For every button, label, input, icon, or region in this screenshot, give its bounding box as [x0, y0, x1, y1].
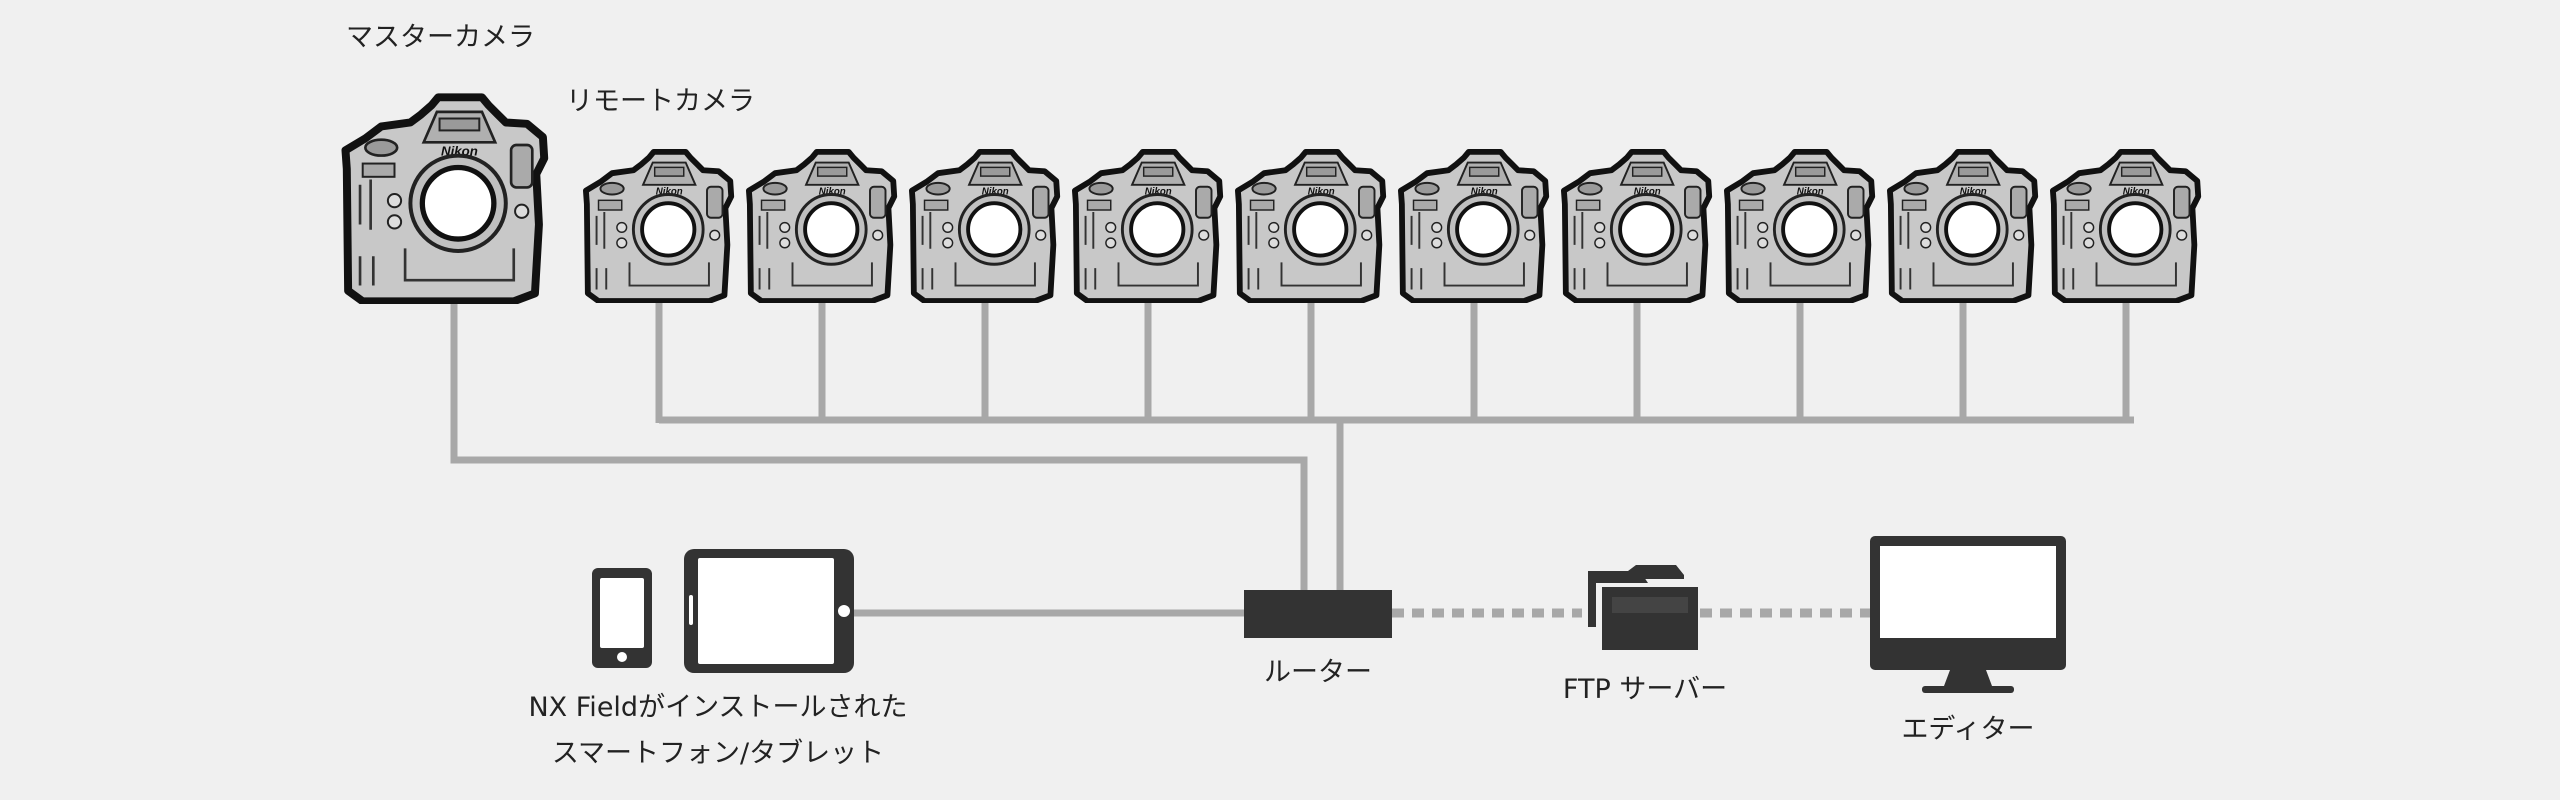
- remote-camera-icon: [1564, 152, 1709, 301]
- remote-camera-icon: [749, 152, 894, 301]
- remote-cameras: [586, 152, 2198, 301]
- folder-icon: [1588, 565, 1698, 650]
- remote-camera-icon: [586, 152, 731, 301]
- editor-label: エディター: [1901, 714, 2035, 745]
- remote-camera-icon: [2053, 152, 2198, 301]
- master-camera-label: マスターカメラ: [346, 22, 535, 53]
- remote-camera-label: リモートカメラ: [566, 86, 755, 117]
- ftp-server-label: FTP サーバー: [1562, 674, 1728, 705]
- remote-camera-icon: [912, 152, 1057, 301]
- remote-camera-icon: [1890, 152, 2035, 301]
- remote-camera-icon: [1401, 152, 1546, 301]
- remote-camera-icon: [1238, 152, 1383, 301]
- desktop-monitor-icon: [1870, 536, 2066, 693]
- master-camera-icon: [345, 97, 544, 301]
- smartphone-icon: [592, 568, 652, 668]
- remote-camera-icon: [1075, 152, 1220, 301]
- master-camera-cable: [450, 300, 1308, 596]
- router-label: ルーター: [1264, 657, 1372, 688]
- router-icon: [1244, 590, 1392, 638]
- remote-camera-cables: [655, 299, 2130, 423]
- device-label-line2: スマートフォン/タブレット: [551, 738, 885, 769]
- remote-camera-icon: [1727, 152, 1872, 301]
- tablet-icon: [684, 549, 854, 673]
- device-label-line1: NX Fieldがインストールされた: [528, 692, 908, 723]
